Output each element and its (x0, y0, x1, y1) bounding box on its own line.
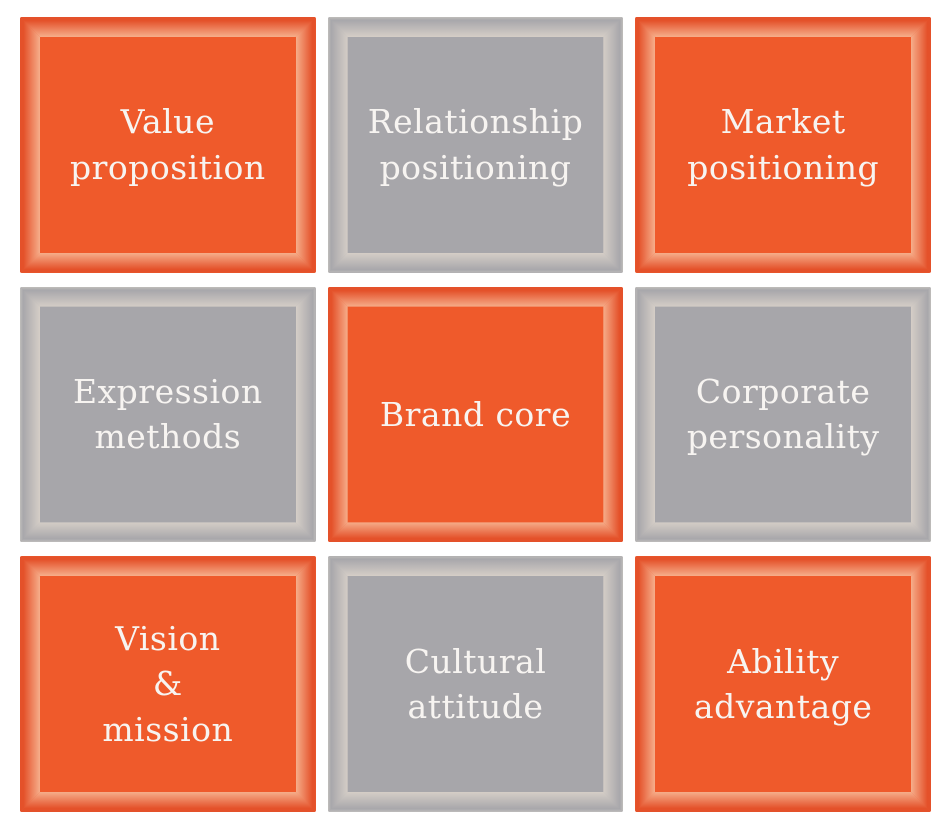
frame-bevel-top (635, 287, 931, 307)
frame-bevel-top (20, 17, 316, 37)
frame-bevel-bottom (328, 522, 624, 542)
cell-market-positioning: Market positioning (635, 17, 931, 273)
cell-panel: Relationship positioning (347, 37, 604, 253)
frame-bevel-bottom (20, 792, 316, 812)
cell-relationship-positioning: Relationship positioning (327, 17, 624, 273)
cell-panel: Vision & mission (40, 576, 296, 792)
cell-label: Market positioning (687, 102, 880, 187)
frame-bevel-left (328, 17, 348, 273)
frame-bevel-bottom (635, 253, 931, 273)
frame-bevel-top (328, 556, 624, 576)
cell-label: Cultural attitude (404, 641, 547, 727)
frame-bevel-top (20, 287, 316, 307)
cell-label: Ability advantage (693, 641, 873, 727)
cell-panel: Ability advantage (655, 576, 911, 792)
frame-bevel-bottom (328, 253, 624, 273)
cell-panel: Market positioning (655, 37, 911, 253)
cell-label: Value proposition (69, 102, 266, 187)
cell-label: Corporate personality (686, 371, 880, 457)
frame-bevel-top (635, 17, 931, 37)
frame-bevel-right (603, 17, 623, 273)
cell-ability-advantage: Ability advantage (635, 556, 931, 812)
cell-label: Expression methods (72, 371, 263, 457)
cell-label: Brand core (379, 394, 572, 434)
frame-bevel-right (911, 17, 931, 273)
frame-bevel-top (328, 287, 624, 307)
frame-bevel-bottom (635, 792, 931, 812)
cell-brand-core: Brand core (327, 286, 624, 543)
cell-vision-mission: Vision & mission (20, 556, 316, 812)
cell-value-proposition: Value proposition (20, 17, 316, 273)
frame-bevel-bottom (328, 792, 624, 812)
frame-bevel-left (20, 17, 40, 273)
cell-panel: Value proposition (40, 37, 296, 253)
cell-corporate-personality: Corporate personality (635, 286, 931, 543)
frame-bevel-right (296, 287, 316, 543)
frame-bevel-left (328, 287, 348, 543)
frame-bevel-top (635, 556, 931, 576)
frame-bevel-right (911, 556, 931, 812)
frame-bevel-right (911, 287, 931, 543)
frame-bevel-bottom (20, 253, 316, 273)
frame-bevel-right (603, 556, 623, 812)
cell-panel: Corporate personality (655, 306, 911, 523)
cell-panel: Cultural attitude (347, 576, 604, 792)
frame-bevel-bottom (20, 522, 316, 542)
frame-bevel-left (20, 287, 40, 543)
frame-bevel-left (328, 556, 348, 812)
cell-expression-methods: Expression methods (20, 286, 316, 543)
cell-label: Vision & mission (102, 618, 234, 749)
brand-core-matrix: Value proposition Relationship positioni… (20, 17, 931, 812)
frame-bevel-left (635, 287, 655, 543)
frame-bevel-left (20, 556, 40, 812)
cell-cultural-attitude: Cultural attitude (327, 556, 624, 812)
frame-bevel-bottom (635, 522, 931, 542)
cell-panel: Brand core (347, 306, 604, 523)
cell-panel: Expression methods (40, 306, 296, 523)
cell-label: Relationship positioning (367, 102, 584, 187)
frame-bevel-right (296, 556, 316, 812)
frame-bevel-top (328, 17, 624, 37)
frame-bevel-left (635, 556, 655, 812)
frame-bevel-right (296, 17, 316, 273)
frame-bevel-left (635, 17, 655, 273)
frame-bevel-right (603, 287, 623, 543)
frame-bevel-top (20, 556, 316, 576)
